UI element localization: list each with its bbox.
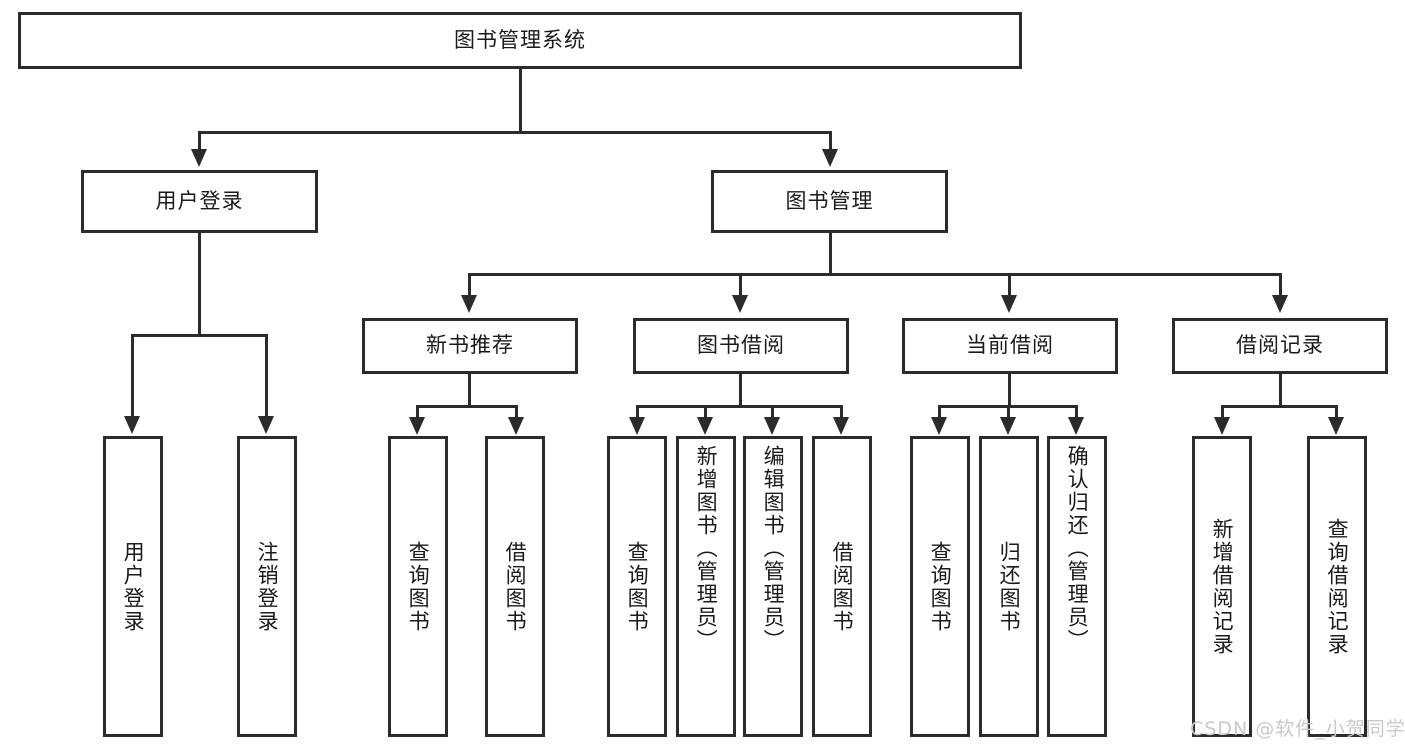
connector-bb-drop-1 (636, 405, 639, 419)
node-book-borrow[interactable]: 图书借阅 (633, 318, 849, 374)
arrow-user-login-child-1 (124, 416, 140, 434)
node-label: 编辑图书（管理员） (761, 445, 786, 652)
arrow-nbr-child-1 (409, 417, 425, 435)
leaf-bb-add-book-admin[interactable]: 新增图书（管理员） (676, 436, 736, 737)
connector-bb-stem (739, 374, 742, 407)
arrow-root-to-user-login (191, 149, 207, 167)
arrow-bb-child-1 (629, 417, 645, 435)
leaf-nbr-borrow-book[interactable]: 借阅图书 (485, 436, 545, 737)
connector-root-to-book-management (829, 131, 832, 151)
watermark-text: CSDN @软件_小贺同学 (1190, 718, 1405, 740)
node-label: 用户登录 (155, 188, 244, 213)
leaf-nbr-query-book[interactable]: 查询图书 (388, 436, 448, 737)
arrow-cb-child-3 (1068, 417, 1084, 435)
connector-bm-drop-1 (468, 273, 471, 297)
node-label: 图书借阅 (697, 333, 785, 358)
arrow-bm-to-new-book-recommend (461, 295, 477, 313)
csdn-watermark: CSDN @软件_小贺同学 (1190, 714, 1405, 741)
connector-cb-drop-3 (1075, 405, 1078, 419)
leaf-cb-confirm-return-admin[interactable]: 确认归还（管理员） (1047, 436, 1107, 737)
leaf-user-login[interactable]: 用户登录 (103, 436, 163, 737)
node-label: 注销登录 (255, 540, 280, 633)
leaf-bb-borrow-book[interactable]: 借阅图书 (812, 436, 872, 737)
connector-cb-drop-2 (1007, 405, 1010, 419)
node-label: 查询图书 (406, 540, 431, 633)
connector-bb-bar (636, 405, 843, 408)
node-label: 查询借阅记录 (1325, 517, 1350, 656)
node-label: 查询图书 (928, 540, 953, 633)
node-label: 用户登录 (121, 540, 146, 633)
leaf-cb-return-book[interactable]: 归还图书 (979, 436, 1039, 737)
connector-user-login-stem (198, 233, 201, 336)
connector-cb-drop-1 (938, 405, 941, 419)
arrow-root-to-book-management (822, 149, 838, 167)
node-label: 借阅图书 (830, 540, 855, 633)
node-label: 借阅图书 (503, 540, 528, 633)
connector-book-management-stem (829, 233, 832, 275)
node-label: 查询图书 (625, 540, 650, 633)
node-label: 归还图书 (997, 540, 1022, 633)
connector-br-drop-2 (1335, 405, 1338, 419)
node-label: 借阅记录 (1236, 333, 1324, 358)
connector-nbr-drop-1 (416, 405, 419, 419)
node-label: 新增图书（管理员） (694, 445, 719, 652)
connector-bm-drop-4 (1279, 273, 1282, 297)
connector-user-login-drop-2 (265, 334, 268, 418)
arrow-bm-to-current-borrow (1001, 295, 1017, 313)
leaf-logout-login[interactable]: 注销登录 (237, 436, 297, 737)
leaf-bb-query-book[interactable]: 查询图书 (607, 436, 667, 737)
connector-br-drop-1 (1221, 405, 1224, 419)
connector-user-login-drop-1 (131, 334, 134, 418)
node-label: 当前借阅 (966, 333, 1054, 358)
connector-nbr-drop-2 (515, 405, 518, 419)
connector-br-stem (1279, 374, 1282, 407)
connector-book-management-bar (468, 273, 1282, 276)
leaf-cb-query-book[interactable]: 查询图书 (910, 436, 970, 737)
node-label: 新增借阅记录 (1210, 517, 1235, 656)
node-label: 确认归还（管理员） (1065, 445, 1090, 652)
node-label: 图书管理 (785, 188, 874, 213)
connector-br-bar (1221, 405, 1338, 408)
connector-nbr-bar (416, 405, 518, 408)
connector-bb-drop-3 (771, 405, 774, 419)
arrow-bb-child-4 (833, 417, 849, 435)
node-label: 图书管理系统 (454, 27, 586, 52)
arrow-nbr-child-2 (508, 417, 524, 435)
connector-root-stem (519, 69, 522, 131)
node-current-borrow[interactable]: 当前借阅 (902, 318, 1118, 374)
arrow-bb-child-3 (764, 417, 780, 435)
leaf-bb-edit-book-admin[interactable]: 编辑图书（管理员） (743, 436, 803, 737)
node-book-management[interactable]: 图书管理 (711, 170, 948, 233)
node-borrow-record[interactable]: 借阅记录 (1172, 318, 1388, 374)
arrow-user-login-child-2 (258, 416, 274, 434)
arrow-cb-child-2 (1000, 417, 1016, 435)
connector-bb-drop-4 (840, 405, 843, 419)
connector-cb-stem (1008, 374, 1011, 407)
connector-nbr-stem (468, 374, 471, 407)
connector-bm-drop-2 (739, 273, 742, 297)
connector-bm-drop-3 (1008, 273, 1011, 297)
arrow-bm-to-borrow-record (1272, 295, 1288, 313)
node-new-book-recommend[interactable]: 新书推荐 (362, 318, 578, 374)
connector-root-to-user-login (198, 131, 201, 151)
node-label: 新书推荐 (426, 333, 514, 358)
connector-bb-drop-2 (704, 405, 707, 419)
node-user-login[interactable]: 用户登录 (81, 170, 318, 233)
node-root-book-management-system[interactable]: 图书管理系统 (18, 12, 1022, 69)
leaf-br-query-record[interactable]: 查询借阅记录 (1307, 436, 1367, 737)
leaf-br-add-record[interactable]: 新增借阅记录 (1192, 436, 1252, 737)
arrow-br-child-1 (1214, 417, 1230, 435)
arrow-bb-child-2 (697, 417, 713, 435)
arrow-bm-to-book-borrow (732, 295, 748, 313)
connector-user-login-bar (131, 334, 268, 337)
arrow-br-child-2 (1328, 417, 1344, 435)
connector-root-bar (198, 131, 832, 134)
arrow-cb-child-1 (931, 417, 947, 435)
